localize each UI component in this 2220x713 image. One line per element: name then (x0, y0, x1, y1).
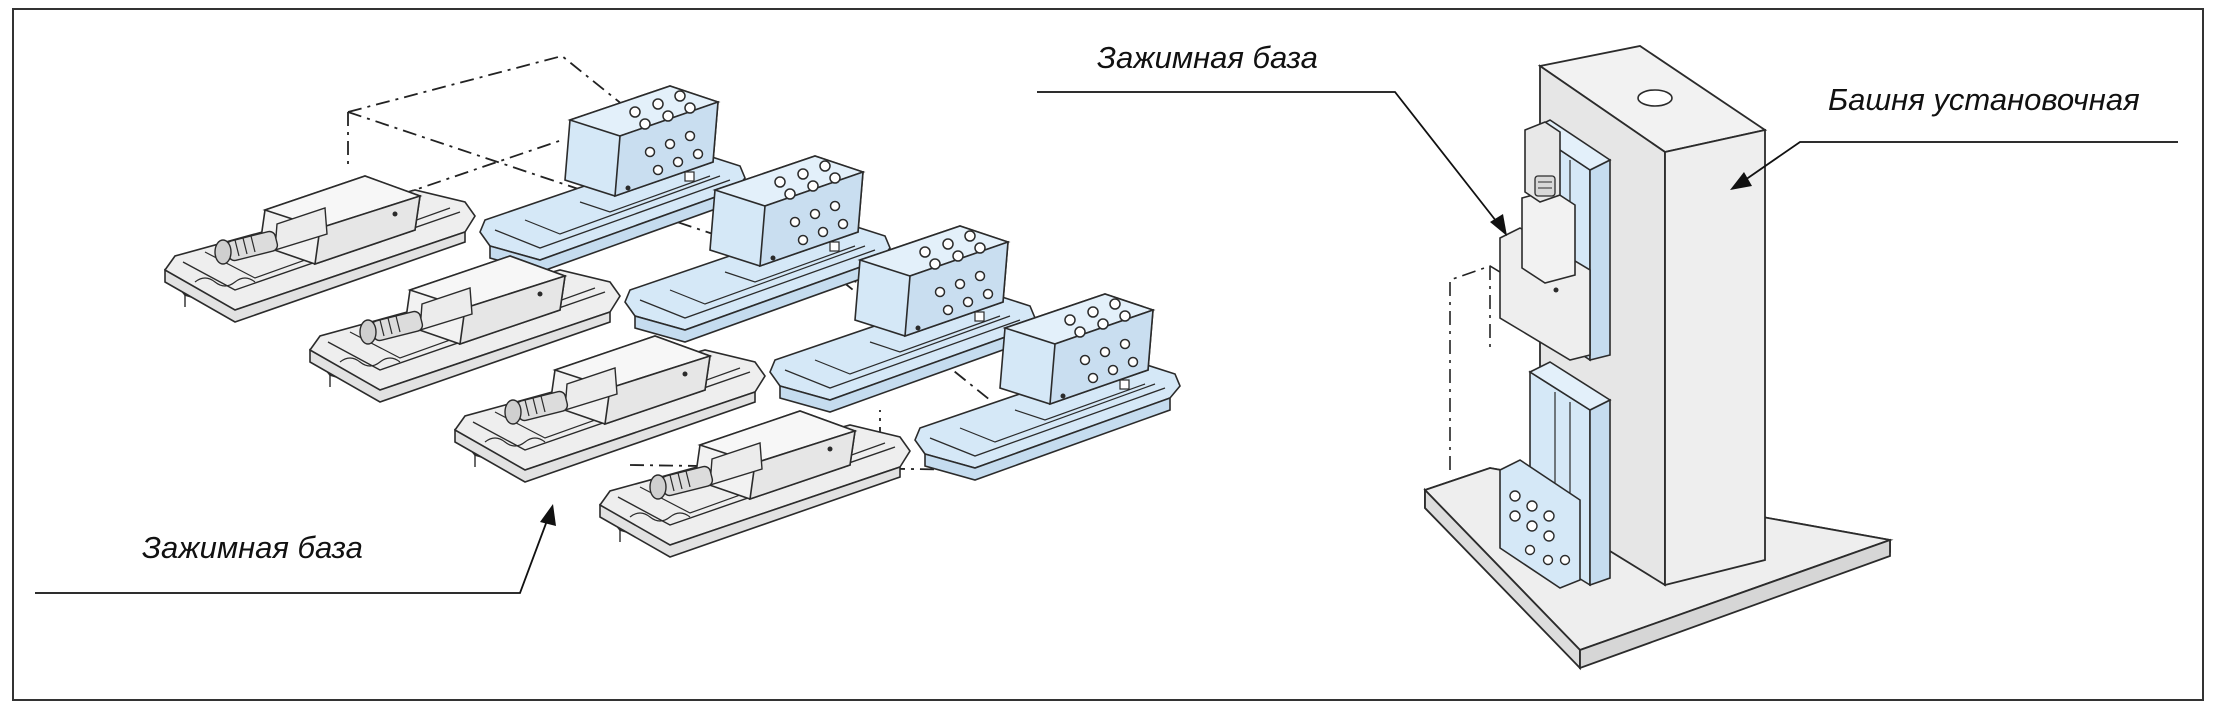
right-clamp-base-label: Зажимная база (1097, 40, 1318, 75)
left-clamp-base-label: Зажимная база (142, 530, 363, 565)
clamp-base-1 (479, 85, 746, 273)
dashed-outline-top (347, 55, 991, 401)
figure-frame (12, 8, 2204, 701)
tower-assembly (1423, 45, 1894, 671)
tower-label: Башня установочная (1828, 82, 2140, 117)
right-base-leader-line (1037, 91, 1507, 236)
left-leader-line (35, 504, 556, 594)
tower-leader-line (1730, 141, 2178, 190)
